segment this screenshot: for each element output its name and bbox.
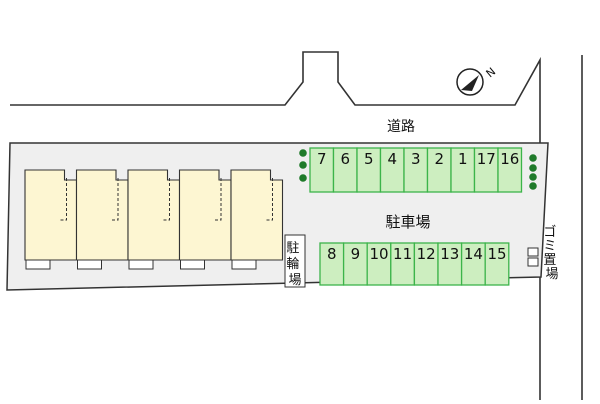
north-arrow-icon: N <box>456 65 499 96</box>
parking-stall <box>484 242 510 286</box>
compass-letter: N <box>484 65 499 80</box>
unit-interior-line <box>266 178 273 221</box>
unit-balcony <box>128 259 154 270</box>
apartment-building <box>24 169 284 270</box>
stall-number: 2 <box>434 150 444 168</box>
tree-icon <box>299 149 307 157</box>
stall-number: 10 <box>369 245 388 263</box>
bicycle-parking-label: 駐 輪 場 <box>286 241 303 288</box>
road-label: 道路 <box>387 119 415 135</box>
road-edge-line <box>10 51 541 400</box>
garbage-area <box>527 247 539 267</box>
tree-icon <box>529 164 537 172</box>
garbage-label: ゴ ミ 置 場 <box>543 224 560 282</box>
tree-icon <box>299 174 307 182</box>
stall-number: 12 <box>417 245 436 263</box>
parking-label: 駐車場 <box>385 213 430 231</box>
stall-number: 7 <box>317 150 327 168</box>
unit-interior-line <box>215 178 222 221</box>
stall-number: 16 <box>500 150 519 168</box>
stall-number: 4 <box>387 150 397 168</box>
unit-interior-line <box>163 178 170 221</box>
stall-number: 14 <box>464 245 483 263</box>
apartment-unit <box>127 169 181 261</box>
stall-number: 13 <box>440 245 459 263</box>
unit-interior-line <box>112 178 119 221</box>
apartment-unit <box>75 169 129 261</box>
unit-balcony <box>180 259 205 270</box>
stall-number: 1 <box>458 150 468 168</box>
tree-icon <box>299 161 307 169</box>
stall-number: 15 <box>487 245 506 263</box>
stall-number: 17 <box>477 150 496 168</box>
apartment-unit <box>178 169 232 261</box>
tree-icon <box>529 182 537 190</box>
parking-stall <box>497 147 523 193</box>
tree-icon <box>529 154 537 162</box>
stall-number: 11 <box>393 245 412 263</box>
unit-interior-line <box>60 178 67 221</box>
tree-icon <box>529 173 537 181</box>
apartment-unit <box>230 169 284 261</box>
unit-balcony <box>231 259 257 270</box>
unit-balcony <box>25 259 51 270</box>
bicycle-parking-area <box>284 234 306 288</box>
stall-number: 8 <box>327 245 337 263</box>
stall-number: 6 <box>340 150 350 168</box>
apartment-unit <box>24 169 78 261</box>
stall-number: 9 <box>351 245 361 263</box>
stall-number: 3 <box>411 150 421 168</box>
unit-balcony <box>77 259 102 270</box>
trees <box>299 149 537 190</box>
stall-number: 5 <box>364 150 374 168</box>
